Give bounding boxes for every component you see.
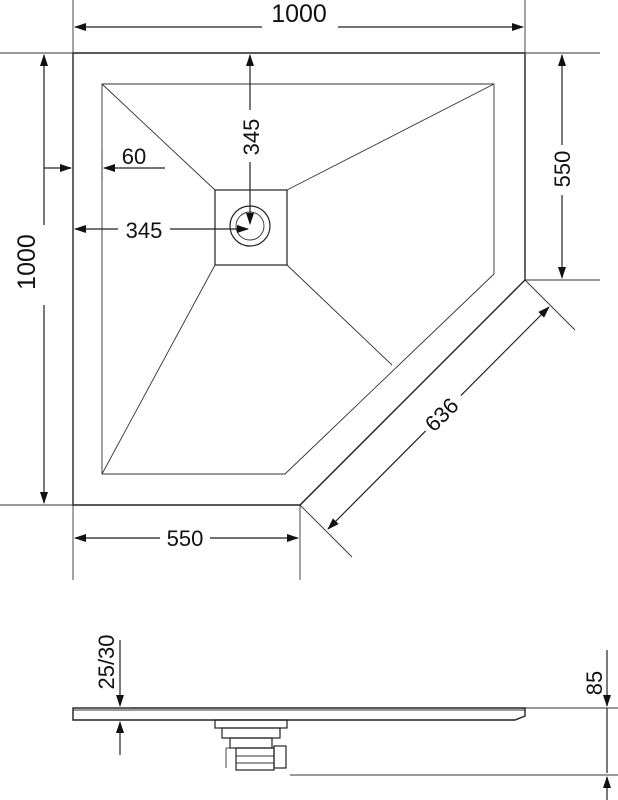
slope-line (101, 264, 216, 475)
drain-offset-y-label: 345 (239, 119, 264, 156)
rim-width-label: 60 (122, 144, 146, 169)
section-view: 25/30 85 (72, 634, 618, 800)
overall-width-label: 1000 (271, 0, 327, 28)
side-depth-label: 550 (550, 151, 575, 188)
total-height-label: 85 (582, 671, 607, 695)
drain-trap (214, 719, 288, 771)
drain-offset-x-label: 345 (126, 218, 163, 243)
front-width-label: 550 (167, 526, 204, 551)
extension-line (524, 279, 576, 331)
extension-line (299, 504, 353, 558)
slope-line (286, 83, 495, 191)
plan-view: 1000 1000 550 550 636 345 345 60 (0, 0, 600, 580)
tray-thickness-label: 25/30 (94, 634, 119, 689)
tray-slab-section (72, 707, 526, 721)
slope-line (101, 83, 216, 191)
overall-depth-label: 1000 (13, 234, 41, 290)
